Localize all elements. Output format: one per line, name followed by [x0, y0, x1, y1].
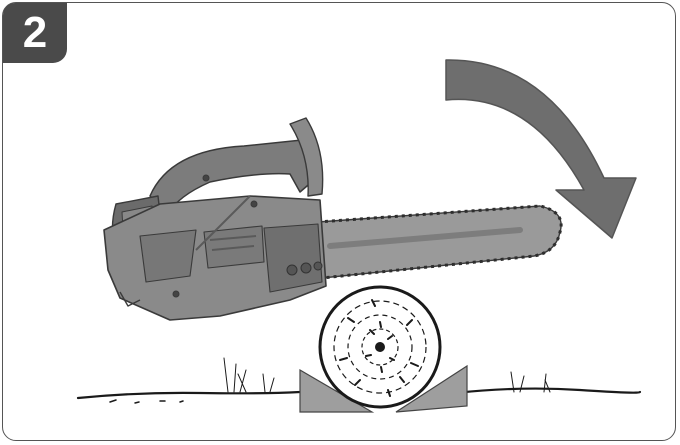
motor-housing: [104, 175, 326, 320]
log-cross-section: [320, 287, 440, 407]
chainsaw: [104, 118, 561, 320]
guide-bar: [318, 206, 561, 278]
